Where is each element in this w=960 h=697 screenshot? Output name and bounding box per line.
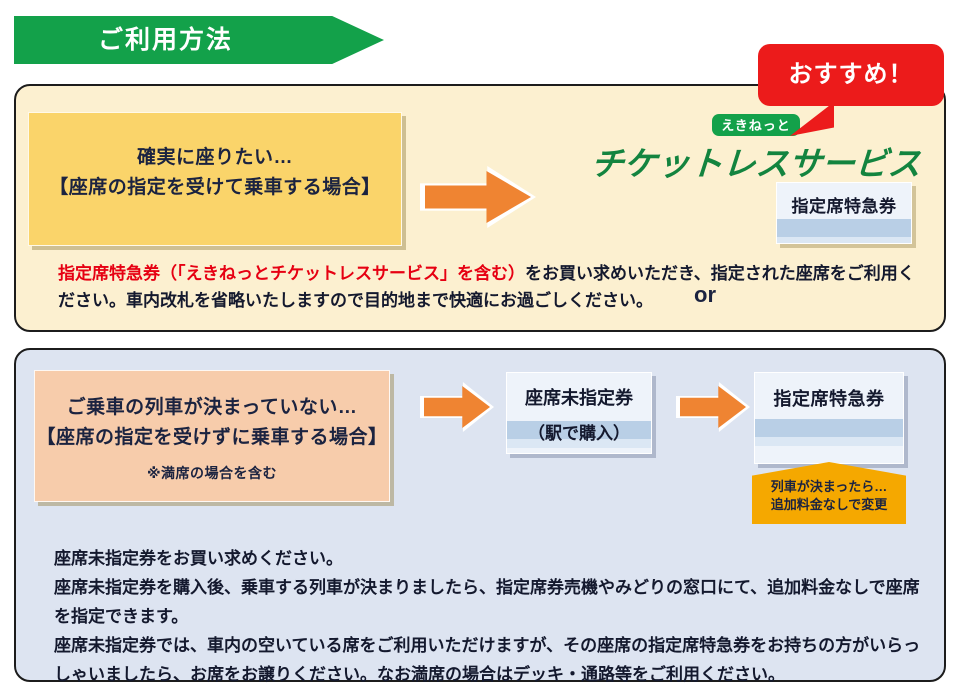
- condition-reserved-line1: 確実に座りたい…: [136, 147, 293, 168]
- change-callout-badge: 列車が決まったら… 追加料金なしで変更: [752, 462, 906, 524]
- condition-unreserved-note: ※満席の場合を含む: [146, 465, 278, 481]
- ekinet-ticketless-logo: えきねっと チケットレスサービス: [576, 114, 936, 185]
- arrow-right-icon: [425, 171, 531, 223]
- ticket-label-unassigned-main: 座席未指定券: [525, 388, 633, 408]
- recommend-badge: おすすめ！: [758, 44, 944, 106]
- description-unreserved: 座席未指定券をお買い求めください。 座席未指定券を購入後、乗車する列車が決まりま…: [54, 549, 921, 684]
- page-header-banner: ご利用方法: [14, 16, 384, 64]
- ekinet-wordmark: チケットレスサービス: [589, 145, 923, 182]
- ticket-label-reserved-express: 指定席特急券: [791, 197, 897, 216]
- arrow-right-icon-3: [680, 386, 746, 428]
- arrow-right-icon-2: [424, 386, 490, 428]
- ticket-label-unassigned-sub: （駅で購入）: [528, 424, 630, 443]
- description-reserved-rest: をお買い求めいただき、指定された座席をご利用ください。車内改札を省略いたしますの…: [58, 264, 915, 310]
- banner-title: ご利用方法: [98, 26, 234, 54]
- ticket-card-reserved-express: 指定席特急券: [776, 182, 912, 244]
- ticket-stripe-secondary: [777, 237, 911, 243]
- ekinet-badge-label: えきねっと: [712, 114, 800, 136]
- description-reserved-highlight: 指定席特急券（「えきねっとチケットレスサービス」を含む）: [58, 264, 525, 283]
- banner-chevron-shape: [14, 16, 384, 64]
- ticket-label-reserved-express-2: 指定席特急券: [773, 389, 885, 409]
- panel-reserved-seat: 確実に座りたい… 【座席の指定を受けて乗車する場合】 えきねっと チケットレスサ…: [14, 84, 946, 332]
- change-callout-line2: 追加料金なしで変更: [770, 497, 888, 512]
- ticket-card-reserved-express-2: 指定席特急券: [754, 372, 904, 464]
- ticket-stripe-secondary: [507, 439, 651, 448]
- panel-unreserved-seat: ご乗車の列車が決まっていない… 【座席の指定を受けずに乗車する場合】 ※満席の場…: [14, 348, 946, 684]
- condition-box-unreserved: ご乗車の列車が決まっていない… 【座席の指定を受けずに乗車する場合】 ※満席の場…: [34, 370, 390, 502]
- ticket-stripe-primary: [755, 419, 903, 437]
- or-connector-label: or: [694, 282, 716, 307]
- change-callout-line1: 列車が決まったら…: [770, 479, 888, 494]
- ticket-stripe-primary: [507, 421, 651, 439]
- description-reserved: 指定席特急券（「えきねっとチケットレスサービス」を含む）をお買い求めいただき、指…: [58, 260, 930, 314]
- condition-unreserved-line1: ご乗車の列車が決まっていない…: [66, 397, 358, 418]
- ticket-stripe-primary: [777, 219, 911, 237]
- condition-reserved-line2: 【座席の指定を受けて乗車する場合】: [49, 177, 381, 198]
- condition-unreserved-line2: 【座席の指定を受けずに乗車する場合】: [36, 427, 388, 448]
- ticket-card-unassigned-seat: 座席未指定券 （駅で購入）: [506, 372, 652, 454]
- ticket-stripe-secondary: [755, 437, 903, 446]
- condition-box-reserved: 確実に座りたい… 【座席の指定を受けて乗車する場合】: [28, 112, 402, 246]
